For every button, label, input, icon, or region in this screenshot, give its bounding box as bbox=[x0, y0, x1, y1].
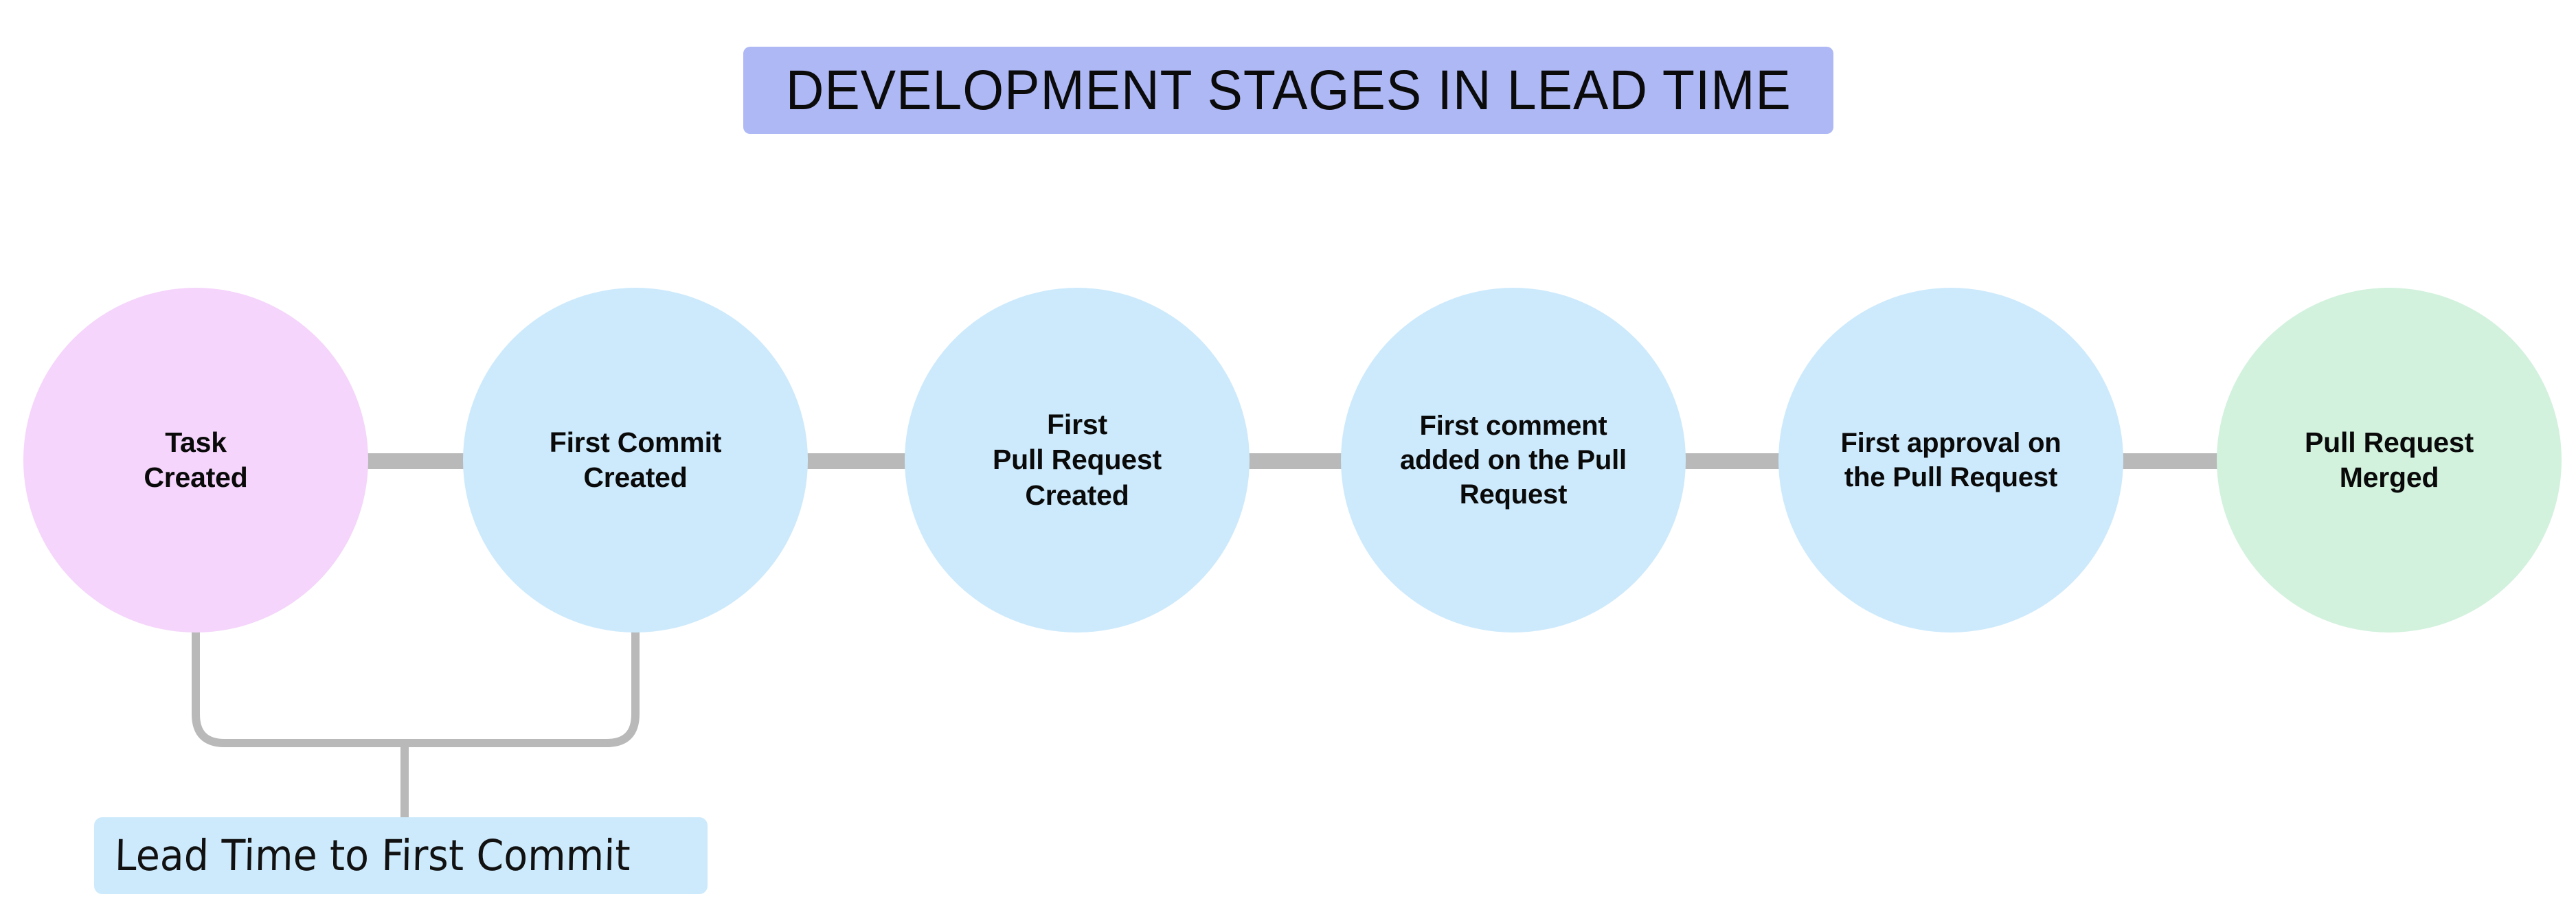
stage-label: First Pull Request Created bbox=[993, 409, 1162, 511]
stage-label: First comment added on the Pull Request bbox=[1400, 411, 1627, 510]
lead-time-bracket bbox=[192, 632, 640, 819]
stage-circle-first-approval-on-pull-request[interactable]: First approval on the Pull Request bbox=[1778, 288, 2123, 633]
diagram-title-banner: DEVELOPMENT STAGES IN LEAD TIME bbox=[743, 47, 1833, 134]
stage-circle-first-pull-request-created[interactable]: First Pull Request Created bbox=[905, 288, 1250, 633]
stage-label: Task Created bbox=[144, 426, 248, 493]
stage-label: First approval on the Pull Request bbox=[1840, 428, 2061, 492]
connector-4-5 bbox=[1675, 453, 1792, 469]
stage-circle-first-comment-on-pull-request[interactable]: First comment added on the Pull Request bbox=[1341, 288, 1686, 633]
stage-circle-task-created[interactable]: Task Created bbox=[23, 288, 368, 633]
lead-time-label-text: Lead Time to First Commit bbox=[114, 830, 631, 880]
connector-1-2 bbox=[357, 453, 474, 469]
stage-label: First Commit Created bbox=[549, 426, 722, 493]
page-title: DEVELOPMENT STAGES IN LEAD TIME bbox=[785, 58, 1792, 122]
stage-circle-pull-request-merged[interactable]: Pull Request Merged bbox=[2217, 288, 2562, 633]
stage-circle-first-commit-created[interactable]: First Commit Created bbox=[463, 288, 808, 633]
stage-label: Pull Request Merged bbox=[2305, 426, 2474, 493]
lead-time-label-box[interactable]: Lead Time to First Commit bbox=[94, 817, 708, 894]
connector-3-4 bbox=[1238, 453, 1353, 469]
connector-2-3 bbox=[797, 453, 915, 469]
connector-5-6 bbox=[2112, 453, 2229, 469]
